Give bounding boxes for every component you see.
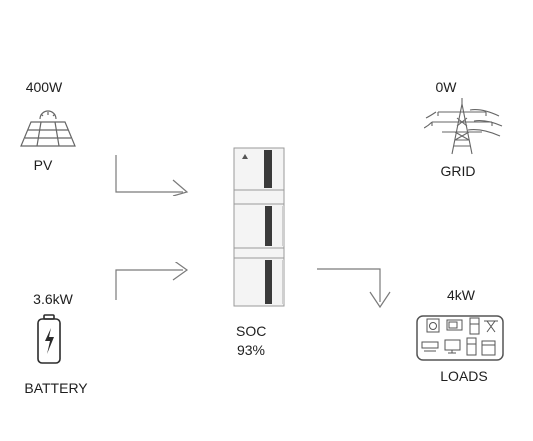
loads-label: LOADS bbox=[440, 368, 488, 384]
pv-label: PV bbox=[33, 157, 53, 173]
pv-power-value: 400W bbox=[25, 79, 63, 95]
battery-storage-unit-icon bbox=[230, 140, 290, 315]
home-appliances-icon bbox=[414, 313, 506, 363]
loads-power-value: 4kW bbox=[447, 287, 475, 303]
battery-to-unit-arrow-icon bbox=[115, 259, 190, 307]
power-tower-icon bbox=[424, 96, 504, 156]
solar-panel-icon bbox=[17, 110, 79, 150]
battery-label: BATTERY bbox=[24, 380, 88, 396]
soc-label: SOC bbox=[236, 323, 267, 339]
pv-to-unit-arrow-icon bbox=[115, 154, 190, 201]
grid-power-value: 0W bbox=[435, 79, 457, 95]
battery-charging-icon bbox=[36, 314, 62, 366]
grid-label: GRID bbox=[440, 163, 476, 179]
soc-value: 93% bbox=[236, 342, 266, 358]
unit-to-loads-arrow-icon bbox=[316, 268, 392, 315]
battery-power-value: 3.6kW bbox=[33, 291, 73, 307]
